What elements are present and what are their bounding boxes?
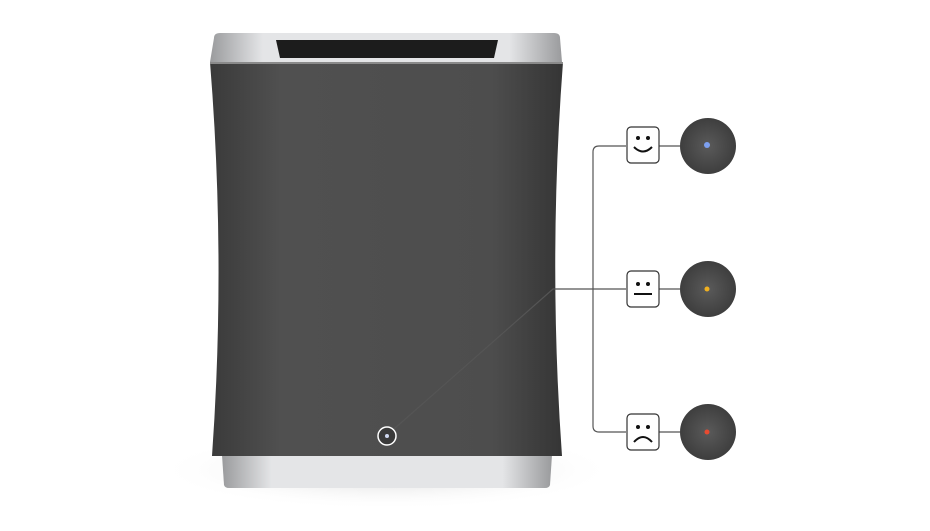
indicator-light-callout (377, 145, 680, 446)
top-opening (276, 40, 498, 58)
level-moderate (626, 261, 736, 317)
bracket-line (592, 145, 626, 433)
base-frame (222, 455, 552, 488)
level-good (626, 118, 736, 174)
sad-face-icon (626, 413, 660, 451)
fabric-body (210, 62, 563, 456)
happy-face-icon (626, 126, 660, 164)
neutral-face-icon (626, 270, 660, 308)
air-purifier (210, 33, 563, 488)
level-poor (626, 404, 736, 460)
